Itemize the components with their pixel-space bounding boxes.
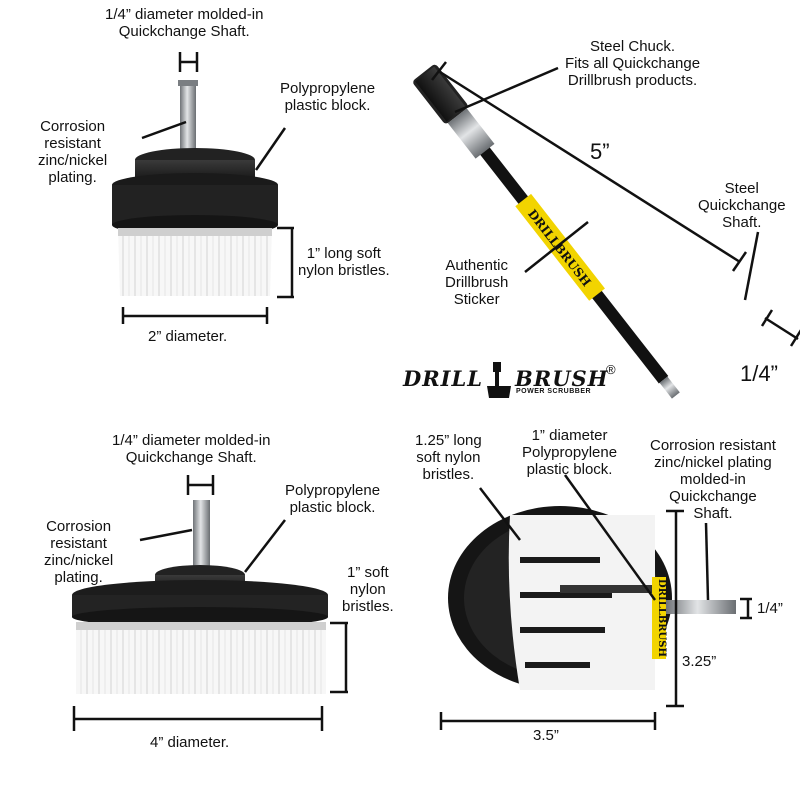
logo-brush-mark-icon — [487, 362, 511, 398]
logo-word-drill: DRILL — [403, 366, 484, 391]
cone-sticker-text: DRILLBRUSH — [656, 579, 667, 657]
extension-length-label: 5” — [590, 139, 610, 164]
brush-2in-shaft-label: 1/4” diameter molded-in Quickchange Shaf… — [105, 6, 264, 40]
cone-brush-image: DRILLBRUSH — [448, 506, 736, 690]
brush-4in-dimension-lines — [72, 475, 348, 731]
brush-4in-diameter-label: 4” diameter. — [150, 734, 230, 751]
extension-sticker-label: Authentic Drillbrush Sticker — [445, 257, 509, 308]
brush-4in-block-label: Polypropylene plastic block. — [285, 482, 381, 516]
brush-4in-shaft-label: 1/4” diameter molded-in Quickchange Shaf… — [112, 432, 271, 466]
brush-2in-dimension-lines — [121, 52, 294, 324]
logo-registered-mark: ® — [606, 362, 616, 377]
brush-2in-block-label: Polypropylene plastic block. — [280, 80, 376, 114]
brush-4in-image — [72, 500, 328, 694]
extension-dimension-lines — [431, 61, 800, 347]
logo-word-brush: BRUSH — [515, 366, 609, 391]
brush-2in-diameter-label: 2” diameter. — [148, 328, 228, 345]
extension-tip-label: 1/4” — [740, 361, 778, 386]
brush-2in-bristles-label: 1” long soft nylon bristles. — [298, 245, 390, 279]
extension-shaft-label: Steel Quickchange Shaft. — [698, 180, 786, 231]
extension-chuck-label: Steel Chuck. Fits all Quickchange Drillb… — [565, 38, 701, 89]
cone-block-label: 1” diameter Polypropylene plastic block. — [522, 427, 618, 478]
brush-4in-plating-label: Corrosion resistant zinc/nickel plating. — [44, 518, 114, 586]
brush-2in-image — [112, 80, 278, 296]
extension-sticker-text: DRILLBRUSH — [525, 207, 594, 289]
cone-height-label: 3.25” — [682, 653, 717, 670]
cone-brush-dimension-lines — [439, 474, 752, 730]
brush-2in-plating-label: Corrosion resistant zinc/nickel plating. — [38, 118, 108, 186]
cone-width-label: 3.5” — [533, 727, 559, 744]
logo-tagline: POWER SCRUBBER — [516, 388, 592, 395]
cone-plating-label: Corrosion resistant zinc/nickel plating … — [650, 437, 776, 522]
drillbrush-logo: DRILL BRUSH POWER SCRUBBER ® — [403, 360, 633, 402]
cone-shaft-label: 1/4” — [757, 600, 783, 617]
cone-bristles-label: 1.25” long soft nylon bristles. — [415, 432, 482, 483]
extension-shaft-image: DRILLBRUSH — [413, 64, 680, 399]
brush-4in-bristles-label: 1” soft nylon bristles. — [342, 564, 394, 615]
